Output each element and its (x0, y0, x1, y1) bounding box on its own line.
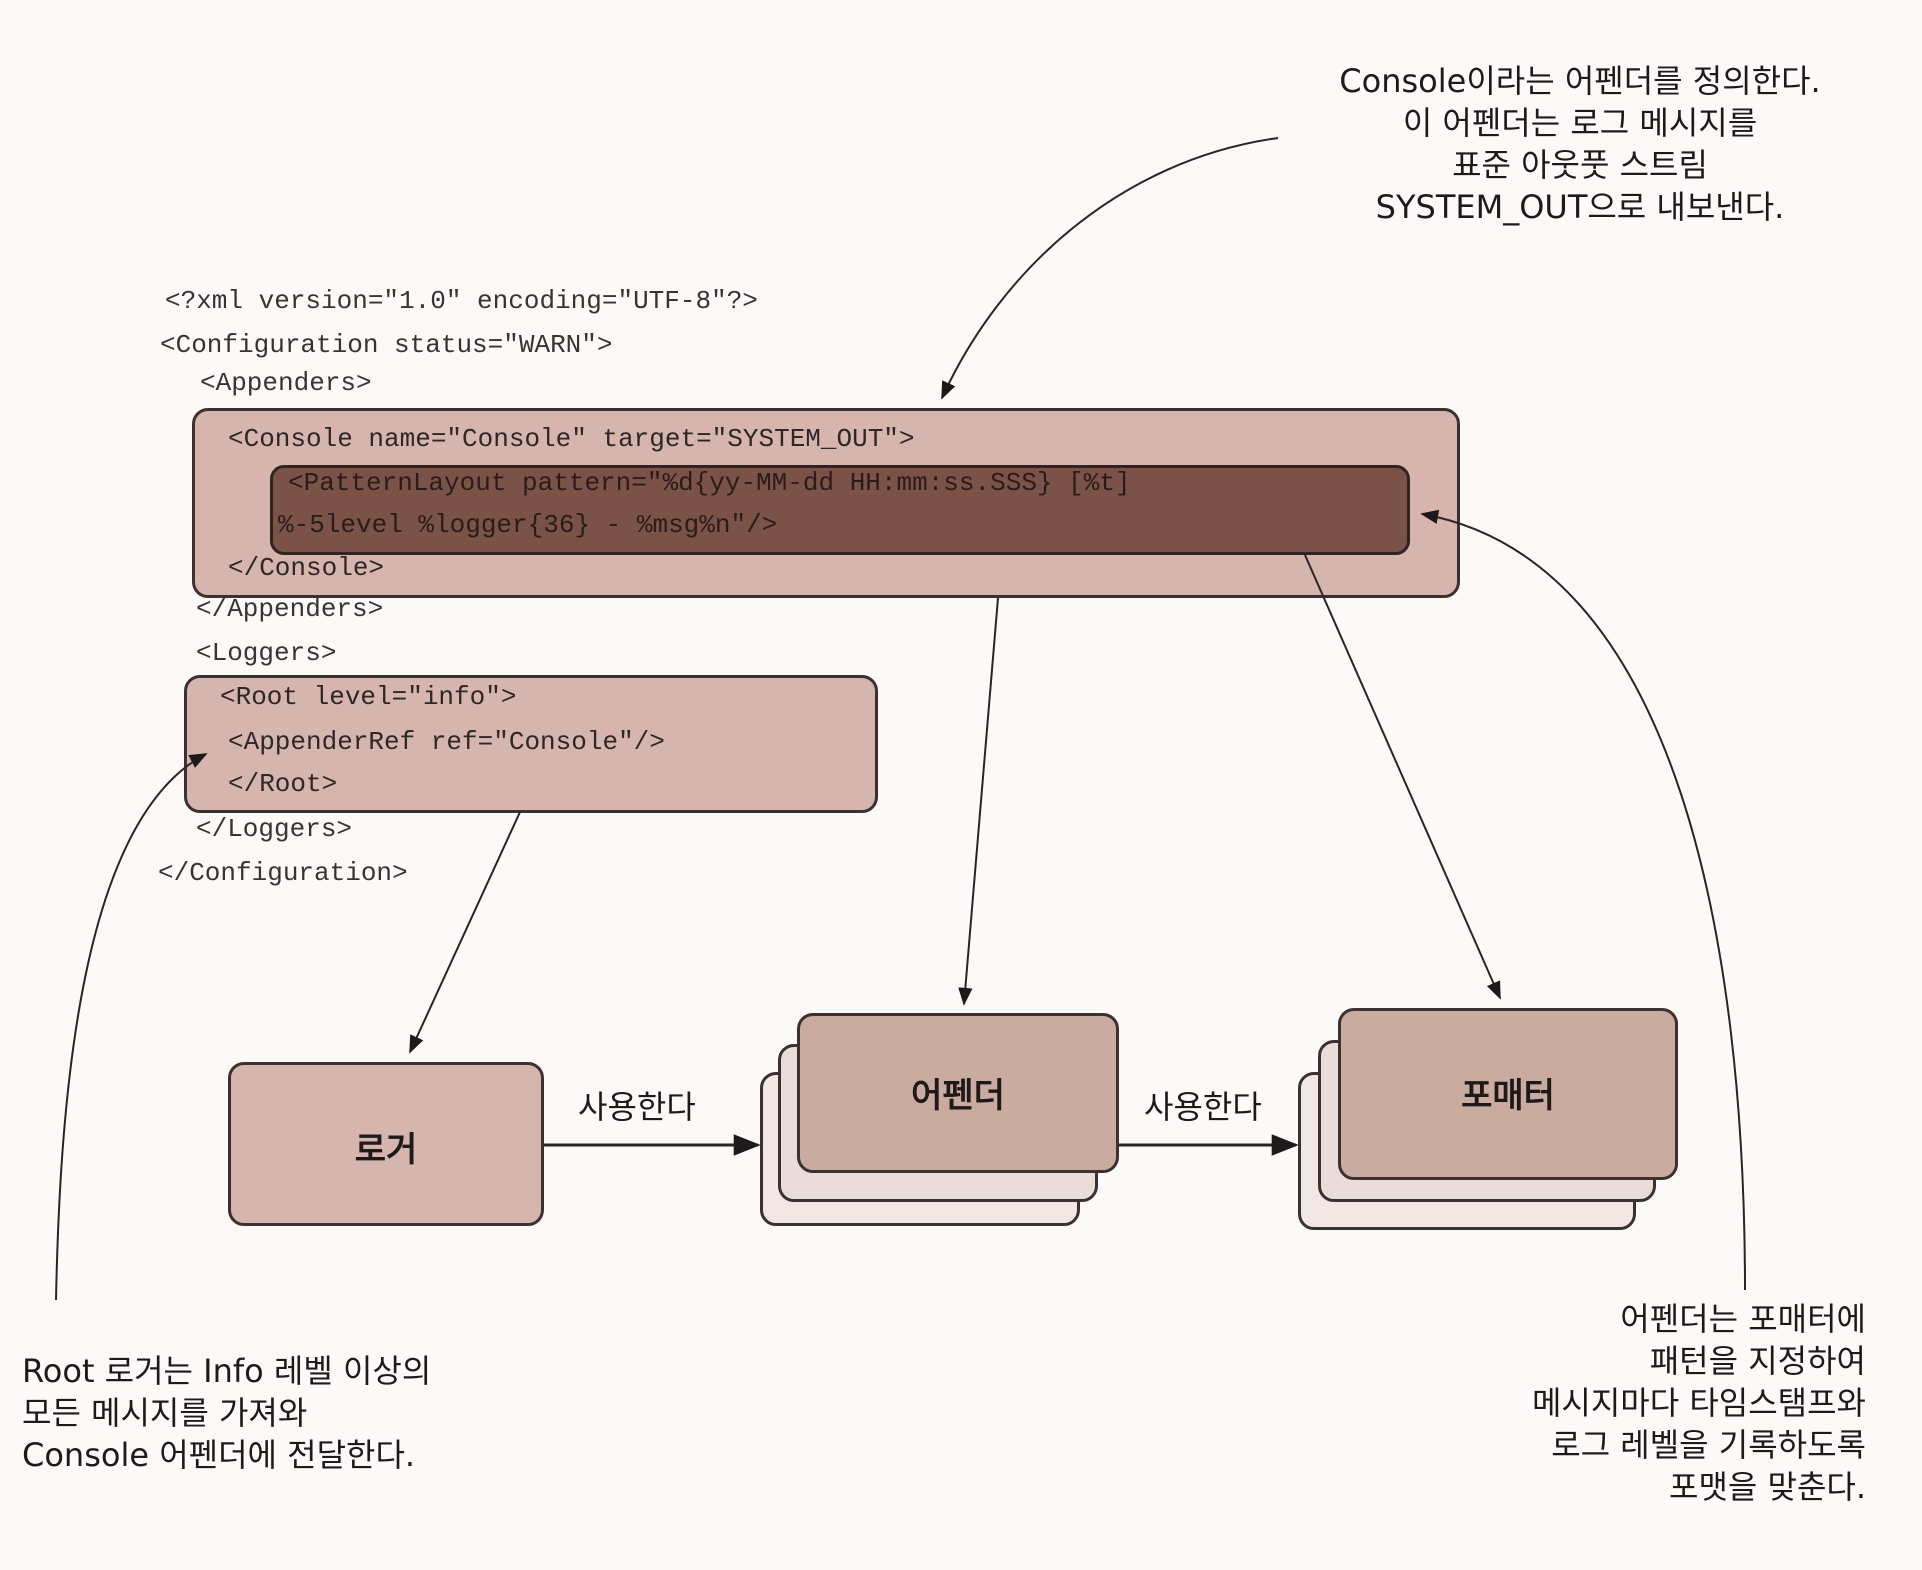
annotation-line: 포맷을 맞춘다. (1669, 1468, 1866, 1506)
console-appender-annotation: Console이라는 어펜더를 정의한다. 이 어펜더는 로그 메시지를 표준 … (1280, 60, 1880, 228)
annotation-line: 표준 아웃풋 스트림 (1452, 146, 1708, 184)
pattern-layout-line-1: <PatternLayout pattern="%d{yy-MM-dd HH:m… (288, 468, 1131, 498)
xml-declaration: <?xml version="1.0" encoding="UTF-8"?> (165, 286, 758, 316)
console-close-tag: </Console> (228, 553, 385, 583)
root-logger-to-logger-node-arrow (409, 811, 521, 1054)
logger-node-label: 로거 (354, 1130, 418, 1170)
logger-uses-appender-label: 사용한다 (578, 1088, 696, 1126)
logger-node (228, 1062, 544, 1226)
appender-node-label: 어펜더 (911, 1076, 1005, 1116)
annotation-line: Root 로거는 Info 레벨 이상의 (22, 1352, 432, 1390)
appender-uses-formatter-label: 사용한다 (1144, 1088, 1262, 1126)
root-close-tag: </Root> (228, 769, 338, 799)
root-annotation-arrow (55, 753, 208, 1301)
annotation-line: 이 어펜더는 로그 메시지를 (1402, 104, 1758, 142)
annotation-line: Console 어펜더에 전달한다. (22, 1436, 416, 1474)
console-to-appender-node-arrow (958, 597, 999, 1006)
appender-ref-tag: <AppenderRef ref="Console"/> (228, 727, 665, 757)
console-open-tag: <Console name="Console" target="SYSTEM_O… (228, 424, 915, 454)
root-logger-annotation: Root 로거는 Info 레벨 이상의 모든 메시지를 가져와 Console… (22, 1350, 502, 1476)
root-open-tag: <Root level="info"> (220, 682, 517, 712)
annotation-line: Console이라는 어펜더를 정의한다. (1339, 62, 1821, 100)
annotation-line: 어펜더는 포매터에 (1620, 1300, 1866, 1338)
annotation-line: 패턴을 지정하여 (1649, 1342, 1866, 1380)
appenders-open-tag: <Appenders> (200, 368, 372, 398)
formatter-pattern-annotation: 어펜더는 포매터에 패턴을 지정하여 메시지마다 타임스탬프와 로그 레벨을 기… (1450, 1298, 1866, 1508)
pattern-layout-block (270, 465, 1410, 555)
pattern-to-formatter-node-arrow (1304, 554, 1501, 1000)
configuration-close-tag: </Configuration> (158, 858, 408, 888)
annotation-line: SYSTEM_OUT으로 내보낸다. (1375, 188, 1785, 226)
configuration-open-tag: <Configuration status="WARN"> (160, 330, 613, 360)
appenders-close-tag: </Appenders> (196, 594, 384, 624)
appender-node (797, 1013, 1119, 1173)
loggers-close-tag: </Loggers> (196, 814, 353, 844)
pattern-layout-line-2: %-5level %logger{36} - %msg%n"/> (278, 510, 778, 540)
formatter-node-label: 포매터 (1461, 1076, 1555, 1116)
loggers-open-tag: <Loggers> (196, 638, 337, 668)
annotation-line: 메시지마다 타임스탬프와 (1531, 1384, 1866, 1422)
annotation-line: 모든 메시지를 가져와 (22, 1394, 308, 1432)
annotation-line: 로그 레벨을 기록하도록 (1551, 1426, 1866, 1464)
root-logger-block (184, 675, 878, 813)
console-annotation-arrow (941, 137, 1279, 400)
